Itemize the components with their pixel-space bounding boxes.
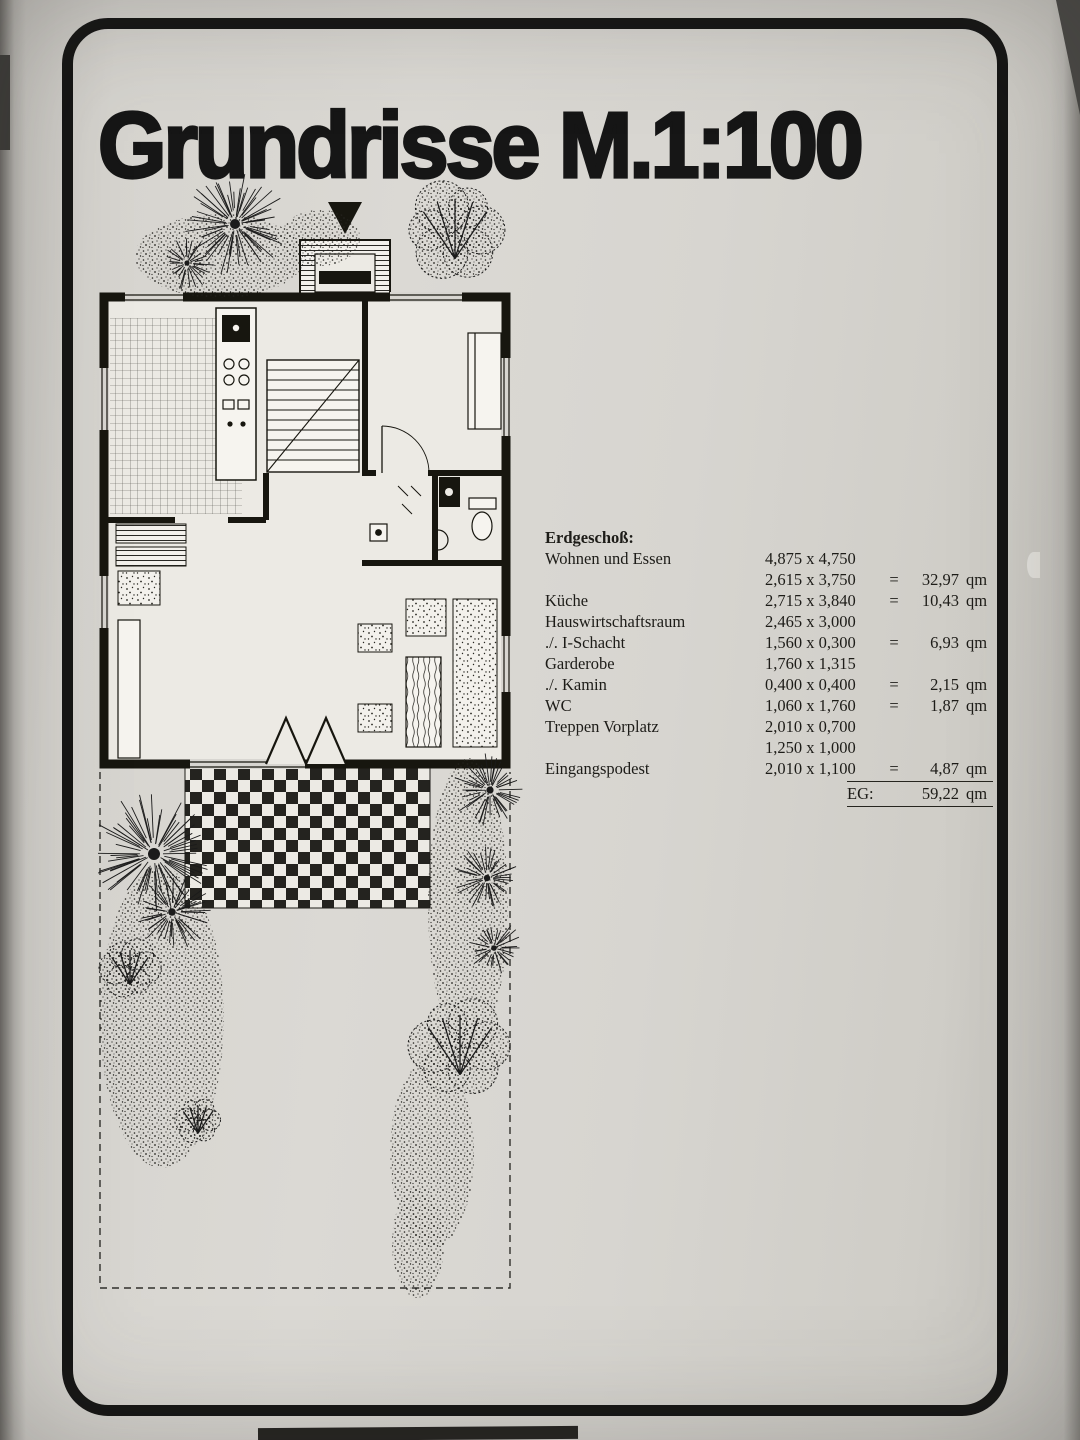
room-dimensions: 2,010 x 0,700 bbox=[765, 717, 856, 736]
table-row: Hauswirtschaftsraum 2,465 x 3,000 bbox=[545, 611, 993, 632]
kitchen bbox=[110, 307, 257, 514]
room-label: Hauswirtschaftsraum bbox=[545, 612, 686, 631]
room-area bbox=[903, 611, 959, 632]
room-area: 32,97 bbox=[921, 570, 959, 589]
room-dimensions: 2,465 x 3,000 bbox=[765, 612, 856, 631]
table-total: EG: 59,22 qm bbox=[847, 781, 993, 807]
photo-edge-left bbox=[0, 0, 26, 1440]
room-label: Treppen Vorplatz bbox=[545, 717, 659, 736]
room-label: ./. I-Schacht bbox=[545, 633, 626, 652]
photo-bottom-gap bbox=[257, 1425, 579, 1440]
tree-icon bbox=[174, 1099, 221, 1144]
wc bbox=[437, 477, 497, 551]
room-area bbox=[903, 737, 959, 758]
stove-icon bbox=[222, 358, 250, 410]
paper-tear bbox=[1027, 552, 1040, 578]
tree-icon bbox=[138, 877, 211, 947]
room-label: WC bbox=[545, 696, 572, 715]
hall-garderobe bbox=[369, 485, 422, 542]
page-border bbox=[62, 18, 1008, 1416]
tree-icon bbox=[185, 174, 282, 274]
room-dimensions: 1,760 x 1,315 bbox=[765, 654, 856, 673]
tree-icon bbox=[469, 925, 520, 974]
table-row: ./. I-Schacht 1,560 x 0,300 = 6,93 qm bbox=[545, 633, 988, 652]
sofa bbox=[115, 523, 187, 544]
room-area bbox=[903, 716, 959, 737]
sofa bbox=[115, 546, 187, 567]
room-dimensions: 2,010 x 1,100 bbox=[765, 759, 856, 778]
room-area: 2,15 bbox=[930, 675, 959, 694]
room-dimensions: 4,875 x 4,750 bbox=[765, 549, 856, 568]
table-row: Wohnen und Essen 4,875 x 4,750 bbox=[545, 548, 993, 569]
window-openings bbox=[99, 292, 511, 769]
toilet-icon bbox=[471, 511, 493, 541]
tree-icon bbox=[166, 238, 215, 290]
room-label: Garderobe bbox=[545, 654, 615, 673]
room-area bbox=[903, 548, 959, 569]
room-area bbox=[903, 653, 959, 674]
bench bbox=[452, 598, 498, 748]
dining-table bbox=[405, 656, 442, 748]
table-row: Eingangspodest 2,010 x 1,100 = 4,87 qm bbox=[545, 759, 988, 778]
room-dimensions: 1,250 x 1,000 bbox=[765, 738, 856, 757]
washbasin-icon bbox=[437, 529, 449, 551]
sideboard bbox=[117, 619, 141, 759]
dimension-table: Erdgeschoß: Wohnen und Essen 4,875 x 4,7… bbox=[545, 527, 993, 807]
room-label bbox=[545, 737, 765, 758]
page-title: Grundrisse M.1:100 bbox=[97, 91, 866, 198]
room-area: 6,93 bbox=[930, 633, 959, 652]
door-swing bbox=[376, 425, 430, 477]
total-label: EG: bbox=[847, 784, 874, 803]
table-header: Erdgeschoß: bbox=[545, 528, 634, 547]
fireplace bbox=[264, 715, 348, 767]
room-area: 10,43 bbox=[921, 591, 959, 610]
room-dimensions: 0,400 x 0,400 bbox=[765, 675, 856, 694]
window-nook bbox=[467, 332, 502, 430]
room-dimensions: 1,060 x 1,760 bbox=[765, 696, 856, 715]
garden-boundary bbox=[99, 772, 511, 1289]
living-room-furniture bbox=[115, 523, 498, 759]
photo-edge-right bbox=[1050, 0, 1080, 1440]
tree-icon bbox=[454, 753, 523, 826]
table-row: 2,615 x 3,750 = 32,97 qm bbox=[545, 569, 993, 590]
table-row: Garderobe 1,760 x 1,315 bbox=[545, 653, 993, 674]
table-row: 1,250 x 1,000 bbox=[545, 737, 993, 758]
tree-icon bbox=[408, 180, 506, 279]
tree-icon bbox=[98, 938, 162, 998]
patio-tiles bbox=[184, 767, 431, 909]
total-area: 59,22 bbox=[921, 784, 959, 803]
floor-plan bbox=[97, 174, 523, 1298]
table-row: WC 1,060 x 1,760 = 1,87 qm bbox=[545, 696, 988, 715]
room-label bbox=[545, 569, 765, 590]
chair bbox=[357, 703, 393, 733]
table-row: ./. Kamin 0,400 x 0,400 = 2,15 qm bbox=[545, 675, 988, 694]
tree-icon bbox=[455, 846, 517, 907]
chair bbox=[357, 623, 393, 653]
armchair bbox=[117, 570, 161, 606]
table-row: Küche 2,715 x 3,840 = 10,43 qm bbox=[545, 591, 988, 610]
room-label: ./. Kamin bbox=[545, 675, 607, 694]
room-label: Küche bbox=[545, 591, 589, 610]
room-dimensions: 1,560 x 0,300 bbox=[765, 633, 856, 652]
room-dimensions: 2,615 x 3,750 bbox=[765, 570, 856, 589]
room-dimensions: 2,715 x 3,840 bbox=[765, 591, 856, 610]
room-area: 1,87 bbox=[930, 696, 959, 715]
table-row: Treppen Vorplatz 2,010 x 0,700 bbox=[545, 716, 993, 737]
room-label: Eingangspodest bbox=[545, 759, 650, 778]
garden-vegetation bbox=[97, 174, 523, 1298]
side-table bbox=[405, 598, 447, 637]
room-area: 4,87 bbox=[930, 759, 959, 778]
room-label: Wohnen und Essen bbox=[545, 549, 672, 568]
staircase bbox=[266, 359, 360, 473]
